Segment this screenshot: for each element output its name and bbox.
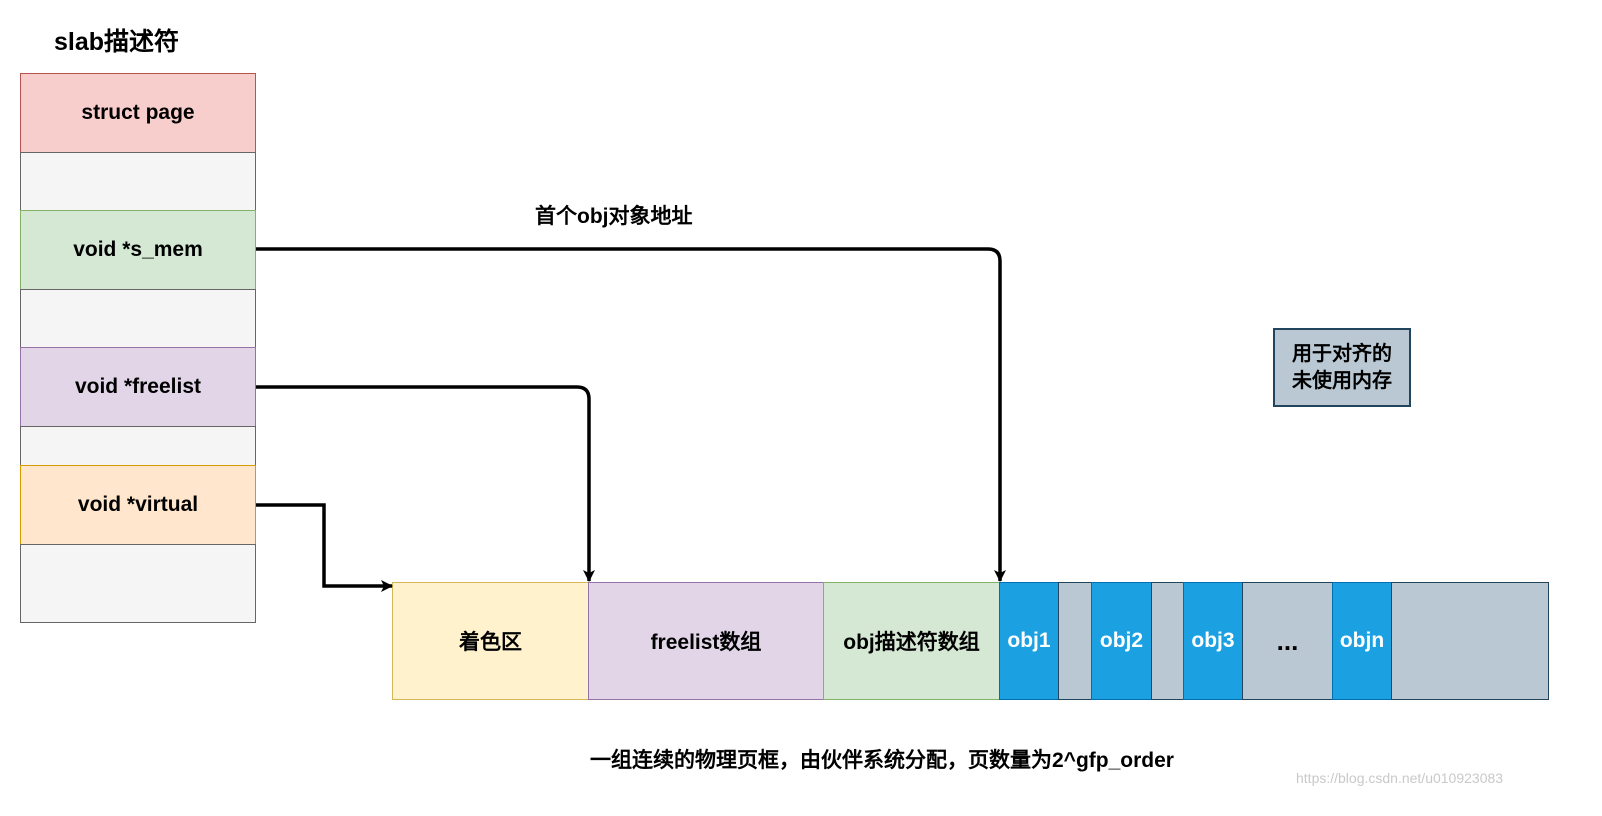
frame-segment-color: 着色区 [392, 582, 589, 700]
slab-row-s-mem: void *s_mem [20, 210, 256, 290]
slab-row-label: void *virtual [77, 493, 199, 516]
slab-row-label: struct page [81, 101, 195, 124]
frame-segment-obj1: obj1 [999, 582, 1059, 700]
frame-segment-obj-desc-array: obj描述符数组 [823, 582, 1000, 700]
frame-segment-label: objn [1339, 629, 1385, 652]
freelist-arrow [256, 385, 595, 582]
frame-segment-label: obj1 [1007, 629, 1051, 652]
page-frame-caption: 一组连续的物理页框，由伙伴系统分配，页数量为2^gfp_order [590, 749, 1174, 772]
slab-descriptor-title: slab描述符 [54, 28, 180, 56]
s-mem-arrow [256, 247, 1006, 582]
slab-row-blank4 [20, 544, 256, 623]
slab-row-label: void *s_mem [73, 238, 203, 261]
frame-segment-objn: objn [1332, 582, 1392, 700]
first-obj-address-label: 首个obj对象地址 [535, 205, 693, 228]
frame-segment-label: obj2 [1099, 629, 1144, 652]
virtual-arrow [256, 503, 393, 592]
watermark: https://blog.csdn.net/u010923083 [1296, 770, 1504, 786]
frame-segment-pad2 [1151, 582, 1184, 700]
frame-segment-label: obj3 [1191, 629, 1235, 652]
frame-segment-ellipsis: ... [1242, 582, 1333, 700]
slab-row-freelist: void *freelist [20, 347, 256, 427]
slab-row-label: void *freelist [74, 375, 202, 398]
frame-segment-label: 着色区 [459, 631, 522, 654]
frame-segment-label: obj描述符数组 [843, 631, 980, 654]
frame-segment-freelist-array: freelist数组 [588, 582, 824, 700]
frame-segment-obj3: obj3 [1183, 582, 1243, 700]
frame-segment-obj2: obj2 [1091, 582, 1152, 700]
frame-segment-tail [1391, 582, 1549, 700]
legend-label: 用于对齐的 未使用内存 [1292, 342, 1392, 392]
slab-row-struct-page: struct page [20, 73, 256, 153]
frame-segment-label: ... [1276, 625, 1299, 656]
unused-alignment-memory-legend: 用于对齐的 未使用内存 [1273, 328, 1411, 407]
frame-segment-pad1 [1058, 582, 1092, 700]
frame-segment-label: freelist数组 [650, 631, 762, 654]
